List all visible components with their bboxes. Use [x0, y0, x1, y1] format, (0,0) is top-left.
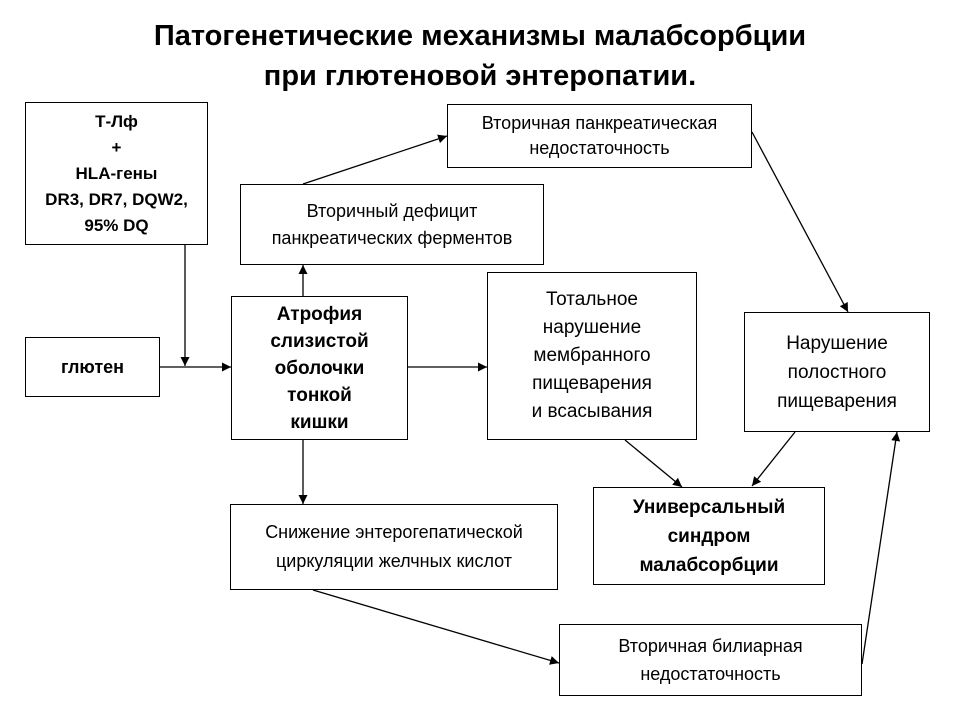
pancreatic-insufficiency-box: Вторичная панкреатическая недостаточност… — [447, 104, 752, 168]
arrow-pancreatic-to-cavity — [751, 131, 849, 313]
enzyme-deficit-line: панкреатических ферментов — [271, 227, 513, 248]
malabsorption-box: Универсальный синдром малабсорбции — [593, 487, 825, 585]
title-line-1: Патогенетические механизмы малабсорбции — [153, 20, 807, 52]
bile-acids-line: циркуляции желчных кислот — [275, 551, 513, 571]
gluten-box: глютен — [25, 337, 160, 397]
arrow-cavity-to-malabsorption — [751, 431, 796, 487]
arrow-biliary-to-malabsorption — [861, 431, 901, 665]
atrophy-line: кишки — [290, 411, 349, 433]
gluten-label: глютен — [60, 356, 125, 377]
arrow-enzyme-deficit-to-pancreatic — [302, 134, 448, 185]
atrophy-line: Атрофия — [276, 303, 363, 325]
page-title: Патогенетические механизмы малабсорбции … — [0, 16, 960, 96]
pancreatic-insufficiency-line: Вторичная панкреатическая — [481, 113, 718, 133]
bile-acids-box: Снижение энтерогепатической циркуляции ж… — [230, 504, 558, 590]
enzyme-deficit-line: Вторичный дефицит — [306, 200, 478, 221]
malabsorption-line: Универсальный — [632, 496, 786, 518]
enzyme-deficit-box: Вторичный дефицит панкреатических фермен… — [240, 184, 544, 265]
title-line-2: при глютеновой энтеропатии. — [263, 60, 697, 92]
membrane-digestion-line: пищеварения — [532, 373, 652, 394]
genetics-line: + — [111, 137, 122, 157]
atrophy-box: Атрофия слизистой оболочки тонкой кишки — [231, 296, 408, 440]
genetics-line: DR3, DR7, DQW2, — [45, 189, 188, 209]
cavity-digestion-line: пищеварения — [777, 390, 897, 412]
malabsorption-line: малабсорбции — [639, 554, 779, 576]
membrane-digestion-line: и всасывания — [531, 401, 653, 422]
bile-acids-line: Снижение энтерогепатической — [265, 522, 523, 542]
biliary-insufficiency-box: Вторичная билиарная недостаточность — [559, 624, 862, 696]
genetics-line: Т-Лф — [95, 111, 138, 131]
cavity-digestion-box: Нарушение полостного пищеварения — [744, 312, 930, 432]
membrane-digestion-line: мембранного — [533, 345, 651, 366]
biliary-insufficiency-line: недостаточность — [640, 664, 781, 684]
atrophy-line: оболочки — [274, 357, 365, 379]
cavity-digestion-line: Нарушение — [786, 332, 888, 354]
membrane-digestion-line: нарушение — [542, 317, 642, 338]
membrane-digestion-box: Тотальное нарушение мембранного пищеваре… — [487, 272, 697, 440]
genetics-line: 95% DQ — [84, 215, 149, 235]
atrophy-line: слизистой — [270, 330, 369, 352]
malabsorption-line: синдром — [667, 525, 751, 547]
arrow-membrane-to-malabsorption — [624, 439, 683, 488]
arrow-bile-to-biliary — [312, 589, 560, 665]
genetics-line: HLA-гены — [75, 163, 158, 183]
cavity-digestion-line: полостного — [787, 361, 887, 383]
membrane-digestion-line: Тотальное — [546, 289, 638, 310]
genetics-box: Т-Лф + HLA-гены DR3, DR7, DQW2, 95% DQ — [25, 102, 208, 245]
atrophy-line: тонкой — [287, 384, 352, 406]
pancreatic-insufficiency-line: недостаточность — [529, 138, 670, 158]
biliary-insufficiency-line: Вторичная билиарная — [618, 636, 803, 656]
